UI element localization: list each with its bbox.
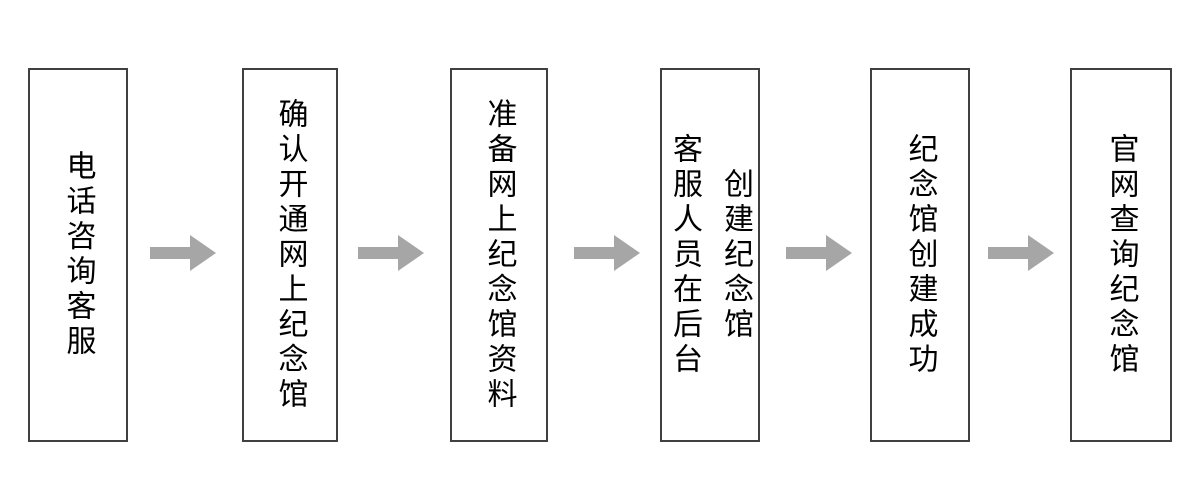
flow-step-confirm-open: 确认开通网上纪念馆	[242, 68, 338, 442]
flow-step-label: 客服人员在后台	[667, 132, 702, 378]
flow-step-label: 确认开通网上纪念馆	[272, 97, 308, 413]
flow-step-label: 纪念馆创建成功	[902, 132, 938, 378]
flow-step-label: 准备网上纪念馆资料	[481, 97, 517, 413]
arrow-right-icon	[988, 234, 1054, 272]
flow-step-label: 创建纪念馆	[718, 167, 753, 343]
flow-step-prepare-materials: 准备网上纪念馆资料	[450, 68, 548, 442]
arrow-right-icon	[786, 234, 852, 272]
arrow-right-icon	[150, 234, 216, 272]
flow-step-phone-consult: 电话咨询客服	[28, 68, 128, 442]
arrow-right-icon	[358, 234, 424, 272]
flow-step-create-success: 纪念馆创建成功	[870, 68, 970, 442]
flow-step-backend-create: 客服人员在后台 创建纪念馆	[660, 68, 760, 442]
flow-step-label: 电话咨询客服	[60, 150, 96, 360]
flow-step-official-site-query: 官网查询纪念馆	[1070, 68, 1172, 442]
flow-step-label: 官网查询纪念馆	[1103, 132, 1139, 378]
arrow-right-icon	[574, 234, 640, 272]
